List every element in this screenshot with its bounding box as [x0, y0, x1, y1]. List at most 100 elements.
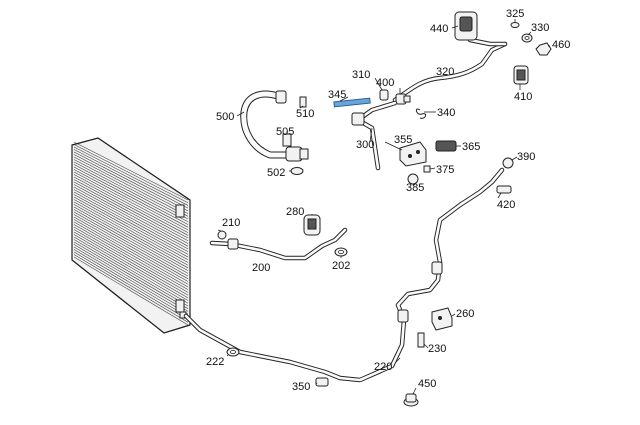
- callout-310: 310: [352, 69, 370, 81]
- condenser-fin: [73, 186, 189, 250]
- callout-410: 410: [514, 91, 532, 103]
- condenser: [71, 137, 191, 334]
- condenser-fin: [73, 234, 189, 301]
- callout-202: 202: [332, 260, 350, 272]
- condenser-fin: [73, 236, 189, 304]
- condenser-fin: [73, 156, 189, 217]
- condenser-fin: [73, 174, 189, 236]
- block-365: [435, 140, 457, 152]
- oring-510: [299, 96, 307, 108]
- sensor-410: [513, 65, 529, 85]
- condenser-fin: [73, 194, 189, 258]
- callout-labels: 440 325 330 460 320 410 310 400 345 340 …: [206, 8, 570, 393]
- condenser-fin: [73, 191, 189, 255]
- condenser-fin: [73, 211, 189, 277]
- callout-460: 460: [552, 39, 570, 51]
- callout-440: 440: [430, 23, 448, 35]
- callout-200: 200: [252, 262, 270, 274]
- condenser-fin: [73, 224, 189, 290]
- condenser-fin: [73, 196, 189, 261]
- screw-375: [423, 165, 431, 173]
- block-260: [431, 307, 453, 331]
- condenser-fin: [73, 151, 189, 212]
- leader-lines: [217, 19, 550, 395]
- condenser-fin: [73, 214, 189, 280]
- callout-355: 355: [394, 134, 412, 146]
- callout-210: 210: [222, 217, 240, 229]
- seal-330: [521, 33, 533, 43]
- callout-300: 300: [356, 139, 374, 151]
- callout-510: 510: [296, 108, 314, 120]
- condenser-fin: [73, 189, 189, 252]
- callout-340: 340: [437, 107, 455, 119]
- tube-345: [333, 97, 371, 108]
- condenser-fin: [73, 159, 189, 220]
- callout-505: 505: [276, 126, 294, 138]
- callout-345: 345: [328, 89, 346, 101]
- cap-450: [403, 393, 419, 407]
- bolt-230: [417, 332, 425, 348]
- condenser-fin: [73, 166, 189, 228]
- condenser-fin: [73, 231, 189, 299]
- line-200: [209, 227, 348, 261]
- condenser-fin: [73, 246, 189, 315]
- nut-210: [217, 230, 227, 240]
- condenser-fin: [73, 241, 189, 309]
- seal-222: [226, 347, 240, 357]
- callout-450: 450: [418, 378, 436, 390]
- condenser-fin: [73, 154, 189, 214]
- callout-280: 280: [286, 206, 304, 218]
- callout-220: 220: [374, 361, 392, 373]
- callout-330: 330: [531, 22, 549, 34]
- block-280: [303, 214, 321, 236]
- condenser-fin: [73, 199, 189, 263]
- callout-365: 365: [462, 141, 480, 153]
- condenser-fin: [73, 179, 189, 242]
- condenser-fin: [73, 239, 189, 307]
- condenser-fin: [73, 209, 189, 274]
- condenser-fin: [73, 216, 189, 282]
- condenser-fin: [73, 149, 189, 209]
- condenser-fin: [73, 249, 189, 318]
- callout-400: 400: [376, 77, 394, 89]
- block-355: [399, 141, 427, 167]
- condenser-fin: [73, 229, 189, 296]
- nut-460: [535, 42, 552, 56]
- valve-400: [395, 93, 411, 105]
- condenser-fin: [73, 171, 189, 233]
- nut-390: [502, 157, 514, 169]
- cap-310: [379, 89, 389, 101]
- callout-260: 260: [456, 308, 474, 320]
- condenser-fin: [73, 256, 189, 326]
- condenser-fin: [73, 181, 189, 244]
- condenser-fin: [73, 244, 189, 312]
- cap-350: [315, 377, 329, 387]
- condenser-fin: [73, 161, 189, 223]
- condenser-fin: [73, 206, 189, 271]
- condenser-fin: [73, 169, 189, 231]
- callout-420: 420: [497, 199, 515, 211]
- condenser-fin: [73, 221, 189, 288]
- condenser-fin: [73, 254, 189, 323]
- block-440: [454, 11, 478, 41]
- condenser-fin: [73, 146, 189, 206]
- callout-390: 390: [517, 151, 535, 163]
- condenser-fin: [73, 204, 189, 269]
- clip-340: [415, 108, 427, 119]
- pipe-320: [392, 37, 508, 103]
- condenser-fin: [73, 141, 189, 201]
- fitting-420: [496, 185, 512, 194]
- condenser-fin: [73, 144, 189, 203]
- callout-230: 230: [428, 343, 446, 355]
- callout-385: 385: [406, 182, 424, 194]
- condenser-fin: [73, 251, 189, 320]
- condenser-fin: [73, 219, 189, 285]
- callout-222: 222: [206, 356, 224, 368]
- pipe-300: [351, 100, 398, 171]
- condenser-fin: [73, 201, 189, 266]
- condenser-fin: [73, 184, 189, 247]
- callout-500: 500: [216, 111, 234, 123]
- condenser-fin: [73, 226, 189, 293]
